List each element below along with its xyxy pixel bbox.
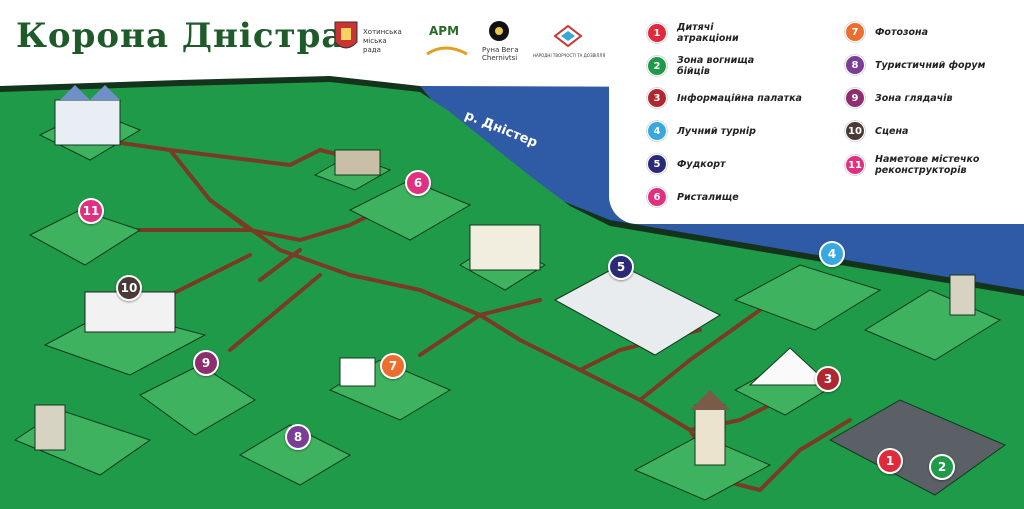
legend-label-10: Сцена [875, 125, 909, 137]
legend-item-6: 6 Ристалище [647, 187, 777, 207]
legend-item-7: 7 Фотозона [845, 22, 1015, 42]
legend-label-11: Наметове містечко реконструкторів [875, 154, 980, 176]
legend-badge-5: 5 [647, 154, 667, 174]
coat-of-arms-icon [334, 21, 358, 49]
city-council-line1: Хотинська [363, 28, 402, 36]
legend-badge-4: 4 [647, 121, 667, 141]
legend-label-9: Зона глядачів [875, 92, 953, 104]
legend-label-1: Дитячі атракціони [677, 22, 739, 44]
foodcourt-platform [553, 264, 722, 356]
legend-badge-6: 6 [647, 187, 667, 207]
tower-platform [633, 434, 772, 501]
spectator-platform [139, 364, 256, 436]
forum-platform [238, 424, 352, 486]
ryna-vega-line1: Руна Вега [482, 46, 519, 54]
house [334, 149, 381, 176]
folk-center-logo: НАРОДНІ ТВОРЧОСТІ ТА ДОЗВІЛЛЯ [533, 24, 606, 64]
legend-item-11: 11 Наметове містечко реконструкторів [845, 154, 1015, 176]
info-tent [748, 347, 832, 386]
ryna-vega-line2: Chernivtsi [482, 54, 518, 62]
legend-item-1: 1 Дитячі атракціони [647, 22, 777, 44]
map-marker-7[interactable]: 7 [380, 353, 406, 379]
tent-camp-platform [28, 209, 142, 266]
map-marker-3[interactable]: 3 [815, 366, 841, 392]
legend-badge-8: 8 [845, 55, 865, 75]
fortress-tower [949, 274, 976, 316]
page-title: Корона Дністра [16, 16, 345, 56]
map-marker-1[interactable]: 1 [877, 448, 903, 474]
archery-platform [733, 264, 882, 331]
legend-label-3: Інформаційна палатка [677, 92, 802, 104]
arena-platform [348, 179, 472, 241]
legend-label-4: Лучний турнір [677, 125, 756, 137]
arm-label: АРМ [429, 24, 460, 38]
legend-badge-7: 7 [845, 22, 865, 42]
legend-label-2: Зона вогнища бійців [677, 55, 755, 77]
legend-panel: 1 Дитячі атракціони 2 Зона вогнища бійці… [609, 0, 1024, 224]
fort-ruin [34, 404, 66, 451]
legend-item-2: 2 Зона вогнища бійців [647, 55, 762, 77]
legend-label-6: Ристалище [677, 191, 739, 203]
castle [54, 99, 121, 146]
legend-badge-3: 3 [647, 88, 667, 108]
legend-item-4: 4 Лучний турнір [647, 121, 777, 141]
ryna-vega-logo: Руна Вега Chernivtsi [478, 20, 519, 68]
legend-item-5: 5 Фудкорт [647, 154, 777, 174]
legend-label-8: Туристичний форум [875, 59, 986, 71]
map-marker-4[interactable]: 4 [819, 241, 845, 267]
legend-item-3: 3 Інформаційна палатка [647, 88, 817, 108]
legend-item-8: 8 Туристичний форум [845, 55, 1015, 75]
church [469, 224, 541, 271]
kids-platform [828, 399, 1007, 496]
arm-logo: АРМ [423, 20, 473, 60]
folk-center-line: НАРОДНІ ТВОРЧОСТІ ТА ДОЗВІЛЛЯ [533, 53, 606, 58]
map-marker-2[interactable]: 2 [929, 454, 955, 480]
legend-badge-10: 10 [845, 121, 865, 141]
tower-roof [690, 390, 730, 410]
map-marker-5[interactable]: 5 [608, 254, 634, 280]
ryna-vega-icon [489, 21, 509, 41]
legend-badge-9: 9 [845, 88, 865, 108]
map-marker-6[interactable]: 6 [405, 170, 431, 196]
buildings [34, 85, 976, 466]
legend-label-7: Фотозона [875, 26, 929, 38]
arm-emblem-icon [426, 46, 468, 56]
map-marker-9[interactable]: 9 [193, 350, 219, 376]
folk-ornament-icon [553, 24, 583, 48]
legend-item-9: 9 Зона глядачів [845, 88, 1015, 108]
legend-label-5: Фудкорт [677, 158, 726, 170]
city-council-logo: Хотинська міська рада [333, 18, 408, 68]
city-council-line2: міська [363, 37, 387, 45]
legend-badge-2: 2 [647, 56, 667, 76]
castle-roof [60, 85, 120, 100]
map-marker-10[interactable]: 10 [116, 275, 142, 301]
map-marker-8[interactable]: 8 [285, 424, 311, 450]
tower [694, 404, 726, 466]
legend-badge-1: 1 [647, 23, 667, 43]
legend-badge-11: 11 [845, 155, 865, 175]
city-council-line3: рада [363, 46, 381, 54]
legend-item-10: 10 Сцена [845, 121, 1015, 141]
map-marker-11[interactable]: 11 [78, 198, 104, 224]
photo-frame [339, 357, 376, 387]
